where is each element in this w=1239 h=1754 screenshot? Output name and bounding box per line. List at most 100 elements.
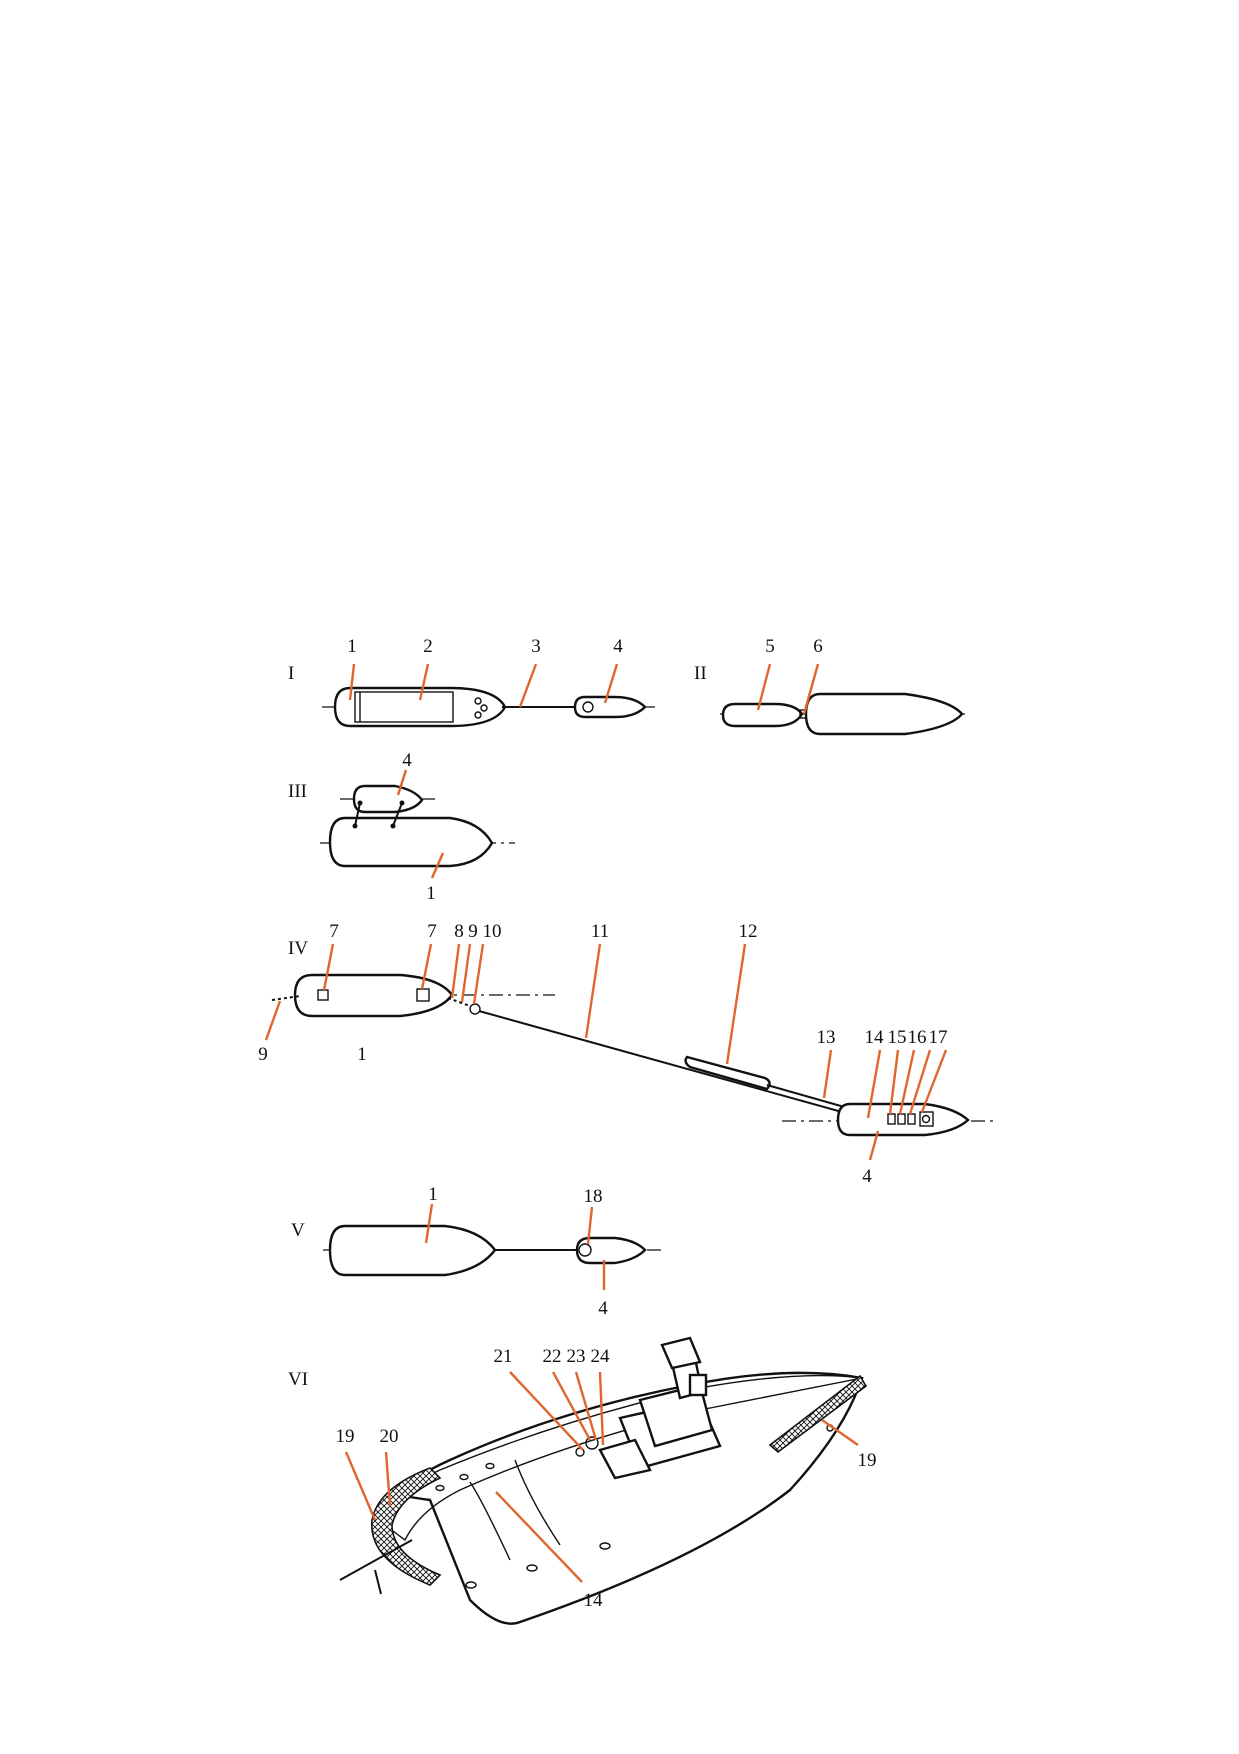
alongside-line [354,802,361,827]
leader-line [586,1206,594,1245]
callout-label: 7 [329,921,339,942]
pusher-tug-hull [721,702,804,728]
leader-line [725,943,747,1065]
trailing-chain [271,995,301,1001]
callout-label: 1 [428,1184,438,1205]
tug-hull [352,784,424,814]
towed-vessel-hull [333,686,507,728]
callout-label: 18 [584,1186,603,1207]
towline-main [478,1010,861,1118]
bitt-icon [399,800,405,806]
leader-line [898,1049,916,1115]
callout-label: 11 [591,921,609,942]
leader-line [868,1130,880,1161]
leader-line [756,663,772,711]
callout-label: 10 [483,921,502,942]
callout-label: 1 [426,883,436,904]
leader-line [344,1451,377,1521]
leader-line [472,943,485,1005]
callout-label: 7 [427,921,437,942]
leader-line [821,1419,859,1446]
leader-line [430,852,445,879]
callout-label: 8 [454,921,464,942]
callout-label: 13 [817,1027,836,1048]
panel-i: I 1 2 3 4 [288,636,655,728]
panel-vi: VI [288,1336,877,1625]
bitt-icon [352,823,358,829]
callout-label: 5 [765,636,775,657]
bow-post [374,1569,382,1595]
porthole-icon [485,1462,495,1470]
funnel [688,1373,708,1397]
leader-line [888,1049,900,1115]
callout-label: 24 [591,1346,611,1367]
tug-hull [836,1102,970,1137]
leader-line [603,663,619,704]
callout-label: 4 [402,750,412,771]
callout-label: 1 [357,1044,367,1065]
bow-towline [339,1539,413,1581]
towed-vessel-hull [293,973,454,1018]
porthole-icon [465,1581,477,1589]
leader-line [495,1491,583,1583]
callout-label: 9 [468,921,478,942]
tug-hull-side [395,1371,864,1625]
wheelhouse-top [660,1336,702,1370]
leader-line [598,1371,605,1446]
panel-label-ii: II [694,663,707,684]
callout-label: 21 [494,1346,513,1367]
tug-hull [575,1236,647,1265]
leader-line [822,1049,833,1099]
leader-line [418,663,430,701]
bitt-icon [474,711,482,719]
leader-line [866,1049,882,1119]
porthole-icon [459,1473,469,1481]
porthole-icon [435,1484,445,1492]
panel-iii: III 4 1 [288,750,515,904]
leader-line [551,1371,592,1441]
leader-line [574,1371,598,1441]
callout-label: 19 [336,1426,355,1447]
callout-label: 15 [888,1027,907,1048]
callout-label: 12 [739,921,758,942]
panel-v: V 1 18 4 [291,1184,662,1319]
callout-label: 17 [929,1027,948,1048]
callout-label: 14 [584,1590,604,1611]
leader-line [460,943,472,1003]
winch-icon [907,1113,916,1125]
towing-arch [469,1481,511,1561]
leader-line [264,1000,282,1041]
leader-line [450,943,461,999]
tow-hook-icon [578,1243,592,1257]
callout-label: 16 [908,1027,927,1048]
winch-icon [887,1113,896,1125]
callout-label: 23 [567,1346,586,1367]
leader-line [920,1049,948,1113]
callout-label: 9 [258,1044,268,1065]
leader-line [384,1451,392,1507]
porthole-icon [599,1542,611,1550]
bitt-icon [357,800,363,806]
bitt-icon [390,823,396,829]
tow-hook-icon [919,1111,934,1127]
panel-label-v: V [291,1220,305,1241]
leader-line [348,663,356,701]
tow-hook-icon [585,1436,599,1450]
pushed-vessel-hull [804,692,964,736]
cargo-deck-outline [354,691,454,723]
leader-line [322,943,335,991]
bitt-icon [474,697,482,705]
leader-line [518,663,538,708]
leader-line [908,1049,932,1115]
callout-label: 1 [347,636,357,657]
callout-label: 22 [543,1346,562,1367]
bridle-chain [447,997,471,1007]
callout-label: 19 [858,1450,877,1471]
leader-line [802,663,820,715]
panel-label-iii: III [288,781,307,802]
callout-label: 2 [423,636,433,657]
leader-line [584,943,602,1039]
spring-buoy [684,1055,771,1091]
bitt-icon [317,989,329,1001]
